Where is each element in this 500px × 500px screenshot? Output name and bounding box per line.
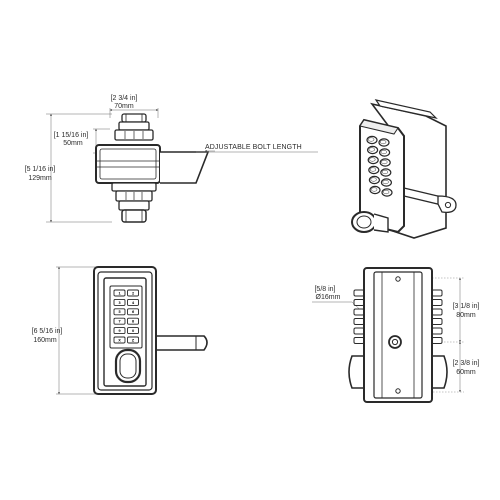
keypad-key	[127, 327, 139, 335]
bolt-length-label: ADJUSTABLE BOLT LENGTH	[205, 144, 302, 151]
keypad-key-label: 0	[132, 329, 135, 333]
side-rib	[353, 327, 365, 335]
keypad-key-highlight	[382, 179, 389, 185]
side-rib	[431, 337, 443, 344]
upper-mm-label: 80mm	[456, 312, 476, 319]
keypad-key-highlight	[369, 167, 377, 172]
side-rib	[353, 299, 365, 306]
lower-mm-label: 60mm	[456, 369, 476, 376]
side-rib	[431, 299, 443, 306]
keypad-key-label: 9	[118, 329, 121, 333]
keypad-key	[127, 289, 139, 297]
keypad-key-highlight	[371, 187, 378, 192]
keypad-key-label: 2	[132, 291, 135, 295]
keypad-key-label: 5	[118, 310, 121, 314]
keypad-key	[113, 317, 126, 325]
isometric-view	[351, 99, 457, 239]
right-side-ribs	[431, 289, 443, 344]
width-in-label: [2 3/4 in]	[111, 95, 138, 102]
keypad-key-label: 1	[118, 291, 121, 295]
keypad-key-highlight	[370, 177, 377, 182]
upper-in-label: [3 1/8 in]	[453, 303, 480, 310]
front-view: [6 5/16 in] 160mm 1 2 3 4 5 6 7 8 9 0X Z	[32, 266, 208, 395]
left-side-ribs	[353, 289, 365, 344]
width-mm-label: 70mm	[114, 103, 134, 110]
keypad-key-label: X	[118, 338, 121, 342]
total-height-in-label: [5 1/16 in]	[25, 166, 56, 173]
iso-keypad	[366, 135, 393, 197]
keypad-key	[113, 308, 126, 316]
keypad-key-label: 8	[132, 320, 135, 324]
front-height-in-label: [6 5/16 in]	[32, 328, 63, 335]
keypad-key-highlight	[380, 139, 387, 145]
keypad-key-highlight	[380, 149, 387, 155]
keypad-key-label: 4	[132, 301, 135, 305]
top-view-lock	[95, 113, 210, 223]
keypad-key	[113, 336, 126, 344]
keypad-key	[113, 298, 126, 306]
keypad-key-label: Z	[132, 338, 135, 342]
front-height-mm-label: 160mm	[33, 337, 57, 344]
keypad-key-highlight	[369, 157, 376, 162]
total-height-mm-label: 129mm	[28, 175, 52, 182]
lower-in-label: [2 3/8 in]	[453, 360, 480, 367]
keypad-key	[113, 327, 126, 335]
back-view: [5/8 in] Ø16mm [3 1/8 in] 80mm [2 3/8 in…	[312, 267, 480, 403]
side-rib	[353, 337, 365, 344]
side-rib	[353, 308, 365, 316]
side-rib	[431, 327, 443, 335]
keypad-key-label: 3	[118, 301, 121, 305]
side-rib	[353, 289, 365, 297]
keypad-key	[113, 289, 126, 297]
keypad-key	[127, 336, 139, 344]
keypad-key	[127, 308, 139, 316]
keypad-key	[127, 317, 139, 325]
keypad-key	[127, 298, 139, 306]
small-height-mm-label: 50mm	[63, 140, 83, 147]
keypad-key-highlight	[381, 159, 388, 165]
front-keypad: 1 2 3 4 5 6 7 8 9 0X Z	[113, 289, 139, 344]
small-height-in-label: [1 15/16 in]	[54, 132, 89, 139]
keypad-key-highlight	[368, 147, 375, 152]
hole-in-label: [5/8 in]	[314, 286, 335, 293]
keypad-key-highlight	[383, 189, 390, 195]
keypad-key-highlight	[368, 137, 375, 142]
top-view: [2 3/4 in] 70mm [1 15/16 in] 50mm [5 1/1…	[25, 95, 318, 223]
side-rib	[431, 308, 443, 316]
keypad-key-label: 7	[118, 320, 121, 324]
keypad-key-label: 6	[132, 310, 135, 314]
side-rib	[353, 318, 365, 325]
side-rib	[431, 318, 443, 325]
side-rib	[431, 289, 443, 297]
keypad-key-highlight	[381, 169, 389, 175]
hole-mm-label: Ø16mm	[316, 294, 341, 301]
